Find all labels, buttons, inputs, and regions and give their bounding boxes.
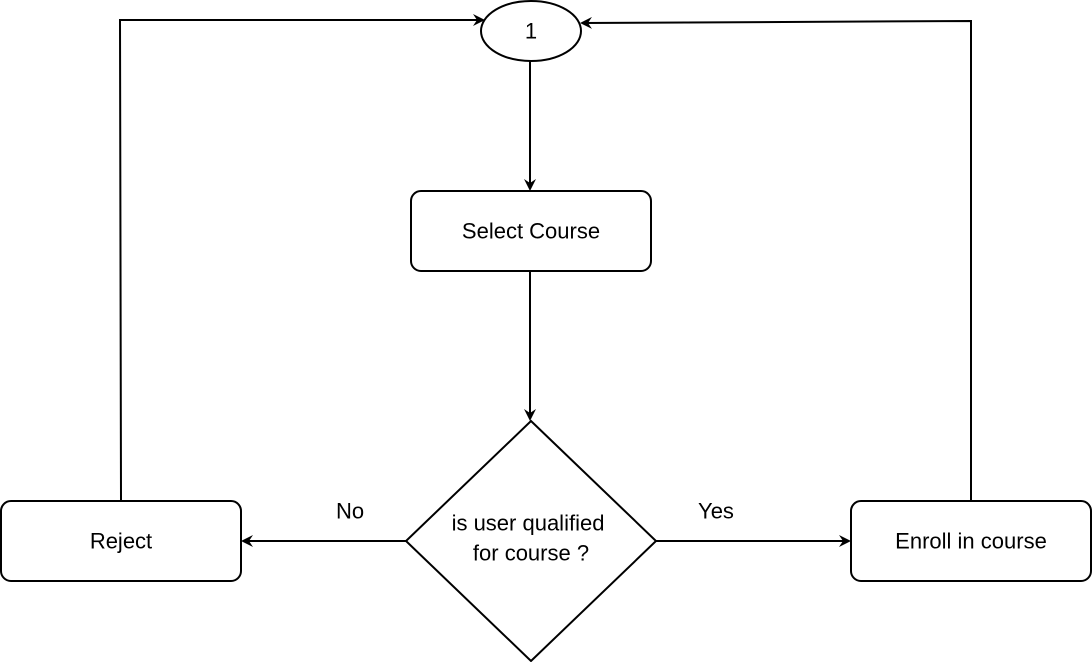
- edge-enroll-loop-to-connector: [580, 16, 972, 501]
- select-course-node[interactable]: Select Course: [410, 190, 652, 272]
- select-course-label: Select Course: [462, 219, 600, 244]
- enroll-label: Enroll in course: [895, 529, 1047, 554]
- enroll-node[interactable]: Enroll in course: [850, 500, 1092, 582]
- reject-label: Reject: [90, 529, 152, 554]
- reject-node[interactable]: Reject: [0, 500, 242, 582]
- edge-reject-loop-to-connector: [118, 14, 485, 502]
- decision-node[interactable]: is user qualified for course ?: [404, 419, 658, 662]
- edge-label-no: No: [336, 499, 364, 524]
- decision-label-line2: for course ?: [473, 541, 589, 566]
- decision-label-line1: is user qualified: [452, 511, 605, 536]
- start-connector-node[interactable]: 1: [480, 0, 582, 62]
- start-connector-label: 1: [525, 19, 537, 44]
- edge-label-yes: Yes: [698, 499, 734, 524]
